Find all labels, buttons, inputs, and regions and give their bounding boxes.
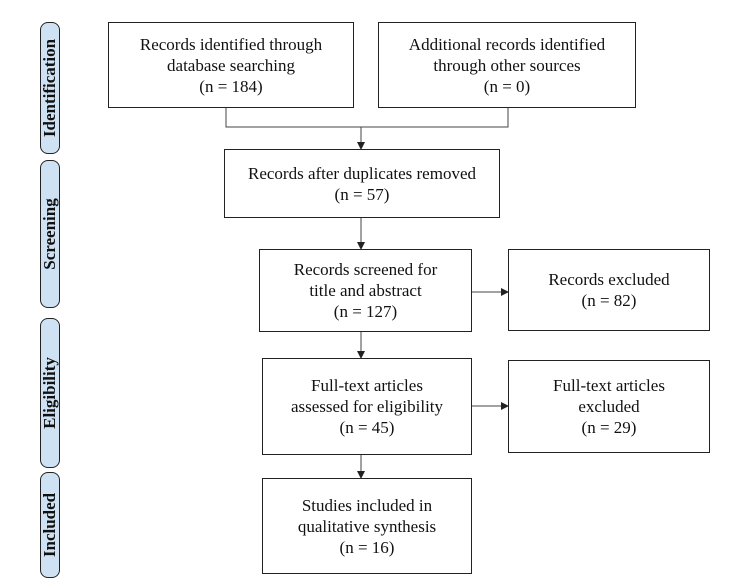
box-fulltext-line1: Full-text articles: [311, 376, 423, 395]
box-fulltext-excluded-count: (n = 29): [581, 418, 637, 437]
box-other-sources-count: (n = 0): [483, 76, 531, 96]
stage-screening: Screening: [40, 160, 60, 308]
box-fulltext-line2: assessed for eligibility: [290, 397, 444, 416]
box-other-sources: Additional records identified through ot…: [378, 22, 636, 108]
box-database-line1: Records identified through: [139, 34, 323, 54]
box-after-duplicates-count: (n = 57): [334, 184, 390, 204]
box-records-excluded: Records excluded (n = 82): [508, 249, 710, 331]
box-fulltext-excluded-line1: Full-text articles: [553, 376, 665, 395]
box-screened-line1: Records screened for: [293, 260, 438, 279]
box-records-excluded-count: (n = 82): [581, 291, 637, 310]
box-fulltext-excluded-line2: excluded: [578, 397, 640, 416]
box-screened-count: (n = 127): [333, 302, 398, 321]
stage-included: Included: [40, 472, 60, 578]
box-included-line1: Studies included in: [301, 495, 433, 515]
box-studies-included: Studies included in qualitative synthesi…: [262, 478, 472, 574]
box-other-sources-line1: Additional records identified: [408, 34, 606, 54]
box-fulltext-excluded: Full-text articles excluded (n = 29): [508, 360, 710, 453]
box-included-line2: qualitative synthesis: [297, 516, 437, 536]
box-database-count: (n = 184): [199, 76, 263, 96]
box-fulltext-assessed: Full-text articles assessed for eligibil…: [262, 358, 472, 455]
box-records-excluded-line1: Records excluded: [548, 270, 670, 289]
box-screened: Records screened for title and abstract …: [259, 249, 472, 332]
box-after-duplicates-line1: Records after duplicates removed: [248, 163, 476, 183]
box-other-sources-line2: through other sources: [433, 55, 581, 75]
stage-eligibility: Eligibility: [40, 318, 60, 468]
merge-connector: [225, 108, 509, 128]
stage-identification: Identification: [40, 22, 60, 154]
box-after-duplicates: Records after duplicates removed (n = 57…: [224, 149, 500, 218]
box-database-line2: database searching: [167, 55, 295, 75]
box-screened-line2: title and abstract: [309, 281, 422, 300]
box-fulltext-count: (n = 45): [339, 418, 395, 437]
box-included-count: (n = 16): [339, 537, 395, 557]
box-database-records: Records identified through database sear…: [108, 22, 354, 108]
